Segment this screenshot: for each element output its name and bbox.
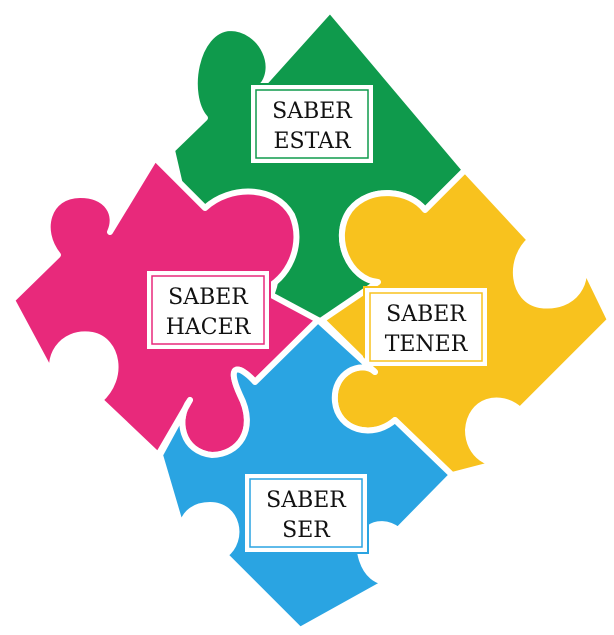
puzzle-piece-tener: SABER TENER [319,167,613,478]
label-estar-line1: SABER [272,99,353,124]
label-box-estar [249,83,375,165]
puzzle-piece-hacer: SABER HACER [9,155,321,458]
label-inner-estar [255,89,369,159]
label-estar-line2: ESTAR [273,129,351,154]
label-ser-line2: SER [282,518,331,543]
label-box-hacer [145,269,271,351]
label-ser-line1: SABER [266,488,347,513]
label-inner-tener [369,292,483,362]
label-tener-line2: TENER [385,332,469,357]
puzzle-piece-ser: SABER SER [157,317,455,633]
label-tener-line1: SABER [386,302,467,327]
label-hacer-line2: HACER [166,315,252,340]
puzzle-piece-estar: SABER ESTAR [169,7,468,363]
label-inner-ser [249,478,363,548]
label-hacer-line1: SABER [168,285,249,310]
label-inner-hacer [151,275,265,345]
label-box-ser [243,472,369,554]
label-box-tener [363,286,489,368]
